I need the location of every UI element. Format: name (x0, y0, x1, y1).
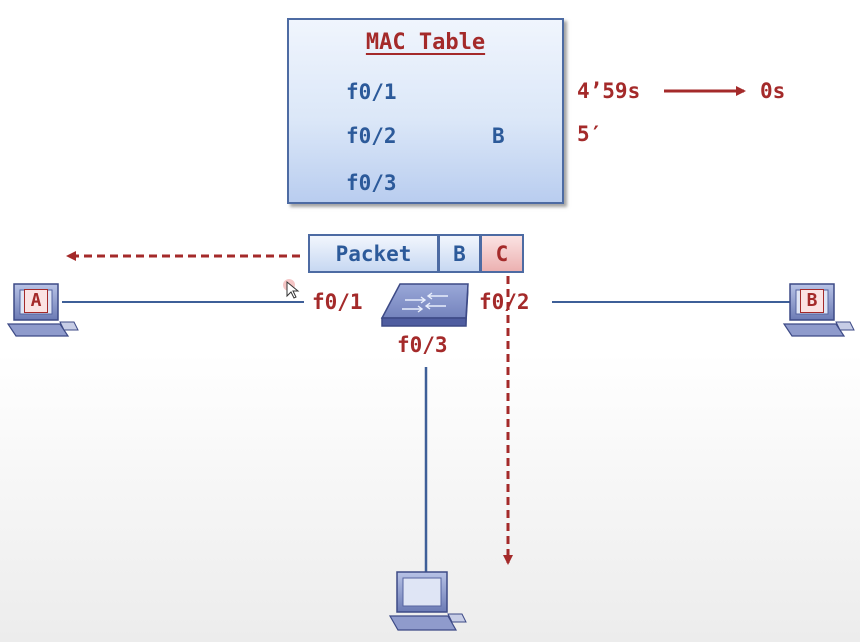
mac-entry-timer: 5′ (577, 122, 603, 146)
packet-payload: Packet (308, 234, 439, 273)
aging-timer-start: 4’59s (577, 79, 641, 103)
mac-table-panel: MAC Table f0/1 f0/2 f0/3 B (287, 18, 564, 204)
host-a-label: A (24, 289, 48, 313)
switch-port-f03-label: f0/3 (397, 333, 448, 357)
packet-dst-mac: B (438, 234, 481, 273)
host-b-label: B (800, 289, 824, 313)
aging-timer-end: 0s (760, 79, 786, 103)
switch-icon (380, 283, 469, 327)
mac-table-title: MAC Table (365, 30, 486, 55)
mac-table-port-f03: f0/3 (346, 171, 397, 195)
mac-table-port-f01: f0/1 (346, 80, 397, 104)
mouse-cursor-icon (283, 279, 300, 299)
switch-port-f02-label: f0/2 (479, 290, 530, 314)
mac-table-port-f02: f0/2 (346, 124, 397, 148)
mac-table-entry-mac: B (492, 124, 505, 148)
host-bottom-computer-icon (388, 571, 467, 631)
switch-port-f01-label: f0/1 (312, 290, 363, 314)
packet-src-mac: C (480, 234, 524, 273)
